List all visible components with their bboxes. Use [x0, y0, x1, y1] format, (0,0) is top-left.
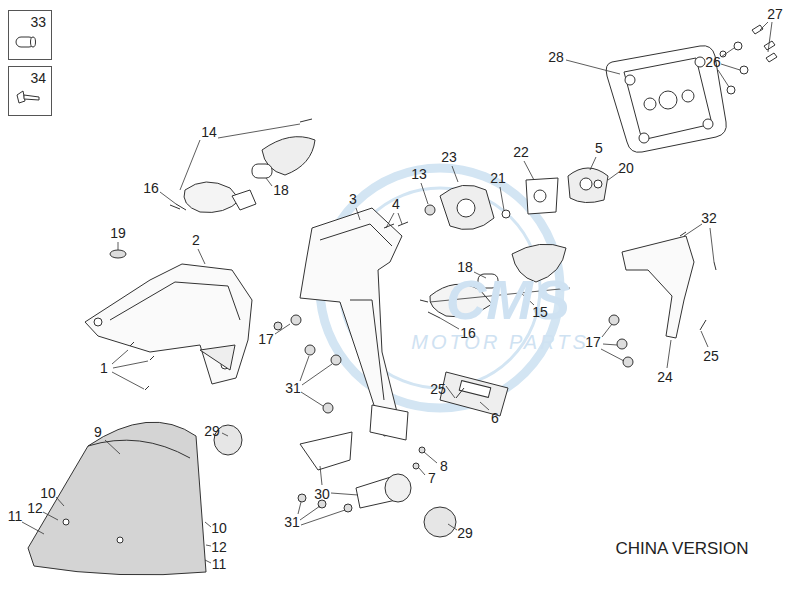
part-box: 34	[8, 66, 52, 116]
callout-number: 15	[532, 305, 548, 319]
callout-number: 29	[457, 526, 473, 540]
callout-number: 5	[595, 141, 603, 155]
callout-number: 16	[460, 326, 476, 340]
callout-number: 31	[285, 381, 301, 395]
leader-lines	[22, 22, 772, 563]
callout-number: 29	[204, 424, 220, 438]
callout-number: 19	[110, 226, 126, 240]
callout-number: 12	[211, 540, 227, 554]
callout-number: 26	[705, 55, 721, 69]
callout-number: 27	[767, 7, 783, 21]
version-note: CHINA VERSION	[615, 540, 748, 557]
callout-number: 18	[457, 260, 473, 274]
callout-number: 34	[30, 71, 46, 85]
callout-number: 8	[440, 459, 448, 473]
watermark: CMS	[446, 272, 570, 328]
callout-number: 1	[100, 361, 108, 375]
callout-number: 10	[211, 521, 227, 535]
callout-number: 17	[585, 335, 601, 349]
callout-number: 18	[273, 183, 289, 197]
callout-number: 21	[490, 171, 506, 185]
callout-number: 13	[411, 167, 427, 181]
watermark: MOTOR PARTS	[411, 332, 588, 352]
callout-number: 23	[441, 150, 457, 164]
callout-number: 31	[284, 515, 300, 529]
callout-number: 30	[314, 487, 330, 501]
callout-number: 7	[428, 471, 436, 485]
callout-number: 11	[212, 557, 227, 571]
callout-number: 24	[657, 370, 673, 384]
callout-number: 17	[258, 332, 274, 346]
parts	[28, 25, 777, 575]
callout-number: 25	[703, 349, 719, 363]
callout-number: 10	[40, 486, 56, 500]
callout-number: 2	[192, 233, 200, 247]
callout-number: 25	[430, 382, 446, 396]
callout-number: 33	[30, 15, 46, 29]
callout-number: 12	[27, 501, 43, 515]
callout-number: 22	[513, 145, 529, 159]
callout-number: 14	[201, 125, 217, 139]
callout-number: 16	[143, 181, 159, 195]
part-box: 33	[8, 10, 52, 60]
callout-number: 6	[491, 411, 499, 425]
callout-number: 11	[8, 509, 23, 523]
callout-number: 32	[701, 211, 717, 225]
callout-number: 3	[349, 192, 357, 206]
callout-number: 20	[618, 161, 634, 175]
callout-number: 28	[548, 50, 564, 64]
callout-number: 4	[392, 197, 400, 211]
callout-number: 9	[94, 425, 102, 439]
